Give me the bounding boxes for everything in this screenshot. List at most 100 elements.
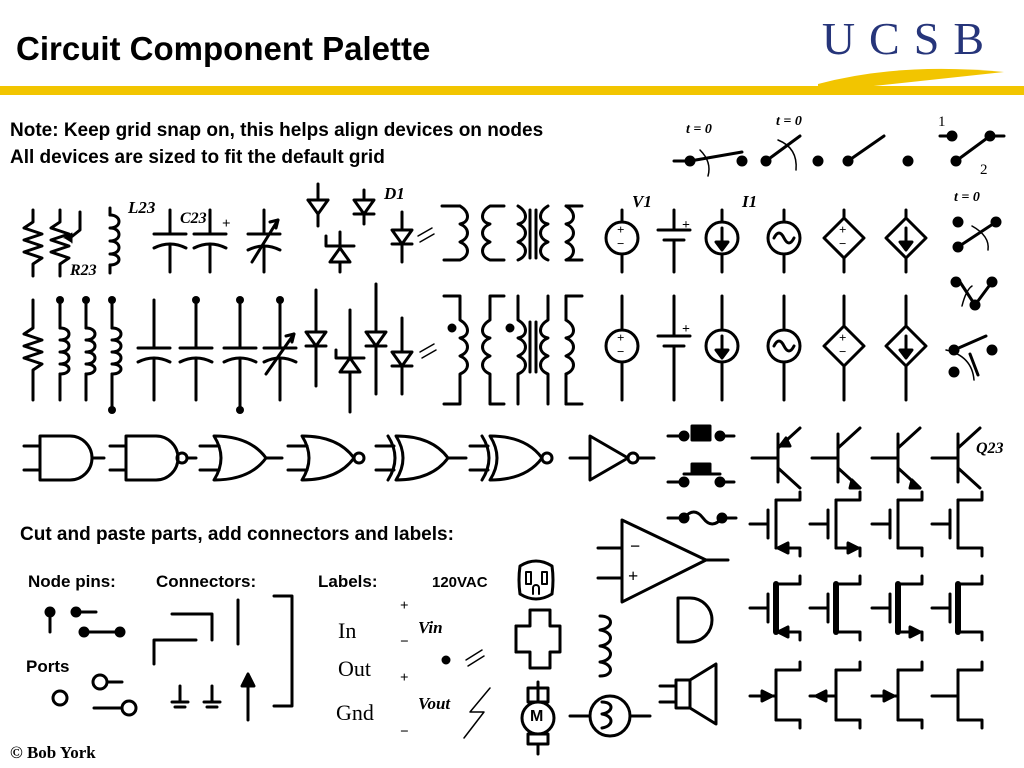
transformers-row2[interactable] [442,294,584,406]
capacitor-variable[interactable] [246,208,282,274]
battery-1[interactable] [656,208,692,274]
ucsb-logo: UCSB [821,13,998,64]
vout-minus-sign: − [400,724,409,740]
logo-swoosh [818,68,1004,92]
mosfets-row1[interactable] [748,490,984,558]
capacitor-polarized[interactable] [192,208,228,274]
opamp-plus-sign: + [628,566,639,586]
outlet[interactable] [517,559,555,601]
voltage-source-label: V1 [632,192,652,211]
bjt-npn-1[interactable] [810,426,862,490]
or-gate[interactable] [198,434,284,482]
switch-pos-2: 2 [980,162,988,178]
header-bar [0,86,1024,95]
voltage-source-1[interactable] [604,208,640,274]
page-title: Circuit Component Palette [16,30,431,67]
transistor-label: Q23 [976,440,1004,457]
switch-spdt[interactable] [938,130,1006,167]
inverter[interactable] [568,434,656,482]
nand-gate[interactable] [108,434,198,482]
cap-plus-label: + [222,216,231,232]
author-credit: © Bob York [10,743,96,762]
label-gnd[interactable]: Gnd [336,700,374,725]
mosfets-row2[interactable] [748,574,984,642]
potentiometer[interactable] [49,208,82,278]
bjt-q23[interactable] [930,426,982,490]
inductors-row2[interactable] [58,298,123,412]
switch-spdt-3[interactable] [945,334,998,381]
switch-spst[interactable] [842,134,914,167]
capacitor-1[interactable] [152,208,188,274]
transformers-row1[interactable] [440,204,584,262]
fuse[interactable] [666,510,738,526]
switch-t0-label-c: t = 0 [954,190,980,205]
opamp-minus-sign: − [630,536,641,556]
xor-gate[interactable] [374,434,468,482]
current-source-label: I1 [742,192,758,211]
resistor-label: R23 [70,262,97,279]
and-gate[interactable] [22,434,106,482]
cut-paste-instruction: Cut and paste parts, add connectors and … [20,524,454,545]
battery2-plus-sign: + [682,322,690,337]
vout-label[interactable]: Vout [418,694,451,713]
bjt-npn-2[interactable] [870,426,922,490]
node-pins-heading: Node pins: [28,572,116,591]
diodes-row2[interactable] [304,282,437,414]
node-pins[interactable] [44,606,126,638]
diode-label: D1 [384,184,405,203]
sources-row2[interactable] [604,294,928,402]
vin-plus-sign: + [400,598,409,614]
ports[interactable] [51,673,138,717]
nor-gate[interactable] [286,434,366,482]
resistor-1[interactable] [22,208,44,278]
connectors[interactable] [152,594,294,722]
vin-minus-sign: − [400,634,409,650]
ac-source-1[interactable] [766,208,802,274]
pushbutton-no[interactable] [666,424,736,442]
motor[interactable] [520,680,556,756]
motor-label: M [530,708,544,725]
led[interactable] [390,210,435,264]
label-in[interactable]: In [338,618,357,643]
inductor-1[interactable] [108,206,121,275]
vsource2-plus-sign: + [617,330,625,345]
dep-source2-minus-sign: − [839,344,847,359]
switch-pos-1: 1 [938,114,946,130]
vin-label[interactable]: Vin [418,618,443,637]
xnor-gate[interactable] [468,434,554,482]
switch-t0-label-b: t = 0 [776,114,802,129]
op-amp[interactable] [596,518,730,604]
switch-spdt-2[interactable] [950,276,998,311]
connector-plug[interactable] [514,608,562,670]
inductor-label: L23 [128,198,156,217]
coil-in-circle[interactable] [568,694,652,738]
pushbutton-nc[interactable] [666,462,736,488]
capacitor-label: C23 [180,210,207,227]
vout-plus-sign: + [400,670,409,686]
label-out[interactable]: Out [338,656,371,681]
current-source-1[interactable] [704,208,740,274]
dep-source-plus-sign: + [839,222,847,237]
ports-heading: Ports [26,657,70,676]
label-symbols [441,649,491,739]
diode-pair[interactable] [306,182,376,274]
speaker[interactable] [658,662,718,726]
capacitors-row2[interactable] [136,298,298,412]
note-line-2: All devices are sized to fit the default… [10,147,385,168]
note-line-1: Note: Keep grid snap on, this helps alig… [10,120,544,141]
connectors-heading: Connectors: [156,572,257,591]
switch-close-t0[interactable] [760,134,824,171]
resistor-2[interactable] [22,298,44,402]
d-shape-block[interactable] [676,596,714,644]
node-dots [56,296,284,414]
bjt-pnp-1[interactable] [750,426,802,490]
switch-open-t0[interactable] [672,149,748,177]
switch-spdt-t0[interactable] [952,216,1002,253]
relay-coil[interactable] [598,614,612,678]
dependent-current-source-1[interactable] [884,208,928,274]
vsource-minus-sign: − [617,236,625,251]
dependent-voltage-source-1[interactable] [822,208,866,274]
jfets-row3[interactable] [748,660,984,730]
